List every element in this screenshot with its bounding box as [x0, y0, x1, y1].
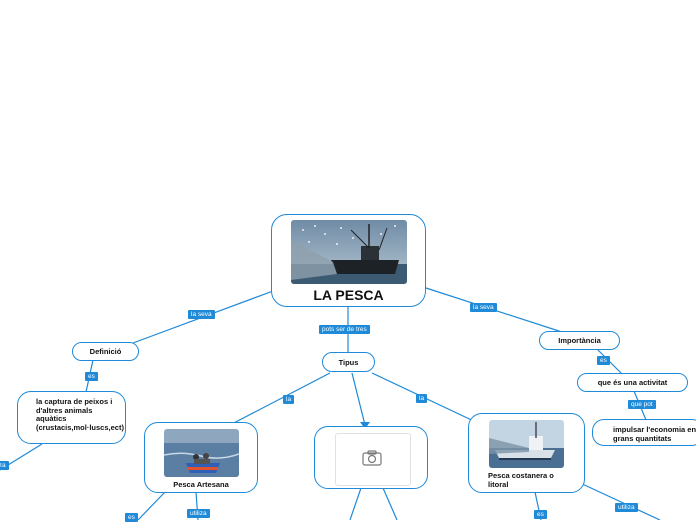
edge-label-pots-ser: pots ser de tres [319, 325, 370, 334]
edge-label-es-artesana: es [125, 513, 138, 522]
edge-label-utiliza-left: utiliza [0, 461, 9, 470]
artesana-node[interactable]: Pesca Artesana [144, 422, 258, 493]
artesana-title: Pesca Artesana [173, 480, 229, 489]
placeholder-frame [335, 433, 411, 486]
edge-label-es-def: es [85, 372, 98, 381]
edge-label-utiliza-costanera: utiliza [615, 503, 638, 512]
edge-label-que-pot: que pot [628, 400, 656, 409]
impulsar-text: impulsar l'economia en grans quantitats [613, 425, 696, 443]
definicio-node[interactable]: Definició [72, 342, 139, 361]
definicio-text-node[interactable]: la captura de peixos i d'altres animals … [17, 391, 126, 444]
edge-label-utiliza-artesana: utiliza [187, 509, 210, 518]
costanera-node[interactable]: Pesca costanera o litoral [468, 413, 585, 493]
root-title: LA PESCA [313, 287, 384, 303]
impulsar-node[interactable]: impulsar l'economia en grans quantitats [592, 419, 696, 446]
definicio-text: la captura de peixos i d'altres animals … [36, 397, 124, 432]
costanera-title: Pesca costanera o litoral [488, 471, 554, 489]
activitat-node[interactable]: que és una activitat [577, 373, 688, 392]
edge-label-la-right: la [416, 394, 428, 403]
image-placeholder-node[interactable] [314, 426, 428, 489]
camera-icon [362, 450, 382, 466]
arrowhead [360, 422, 370, 429]
edge-label-es-imp: es [597, 356, 610, 365]
root-node[interactable]: LA PESCA [271, 214, 426, 307]
edge-label-la-seva-left: la seva [188, 310, 215, 319]
importancia-node[interactable]: Importància [539, 331, 620, 350]
artesana-boat-image [164, 429, 239, 477]
costanera-boat-image [489, 420, 564, 468]
edge-label-la-seva-right: la seva [470, 303, 497, 312]
fishing-boat-image [291, 220, 407, 284]
edge-label-es-costanera: es [534, 510, 547, 519]
edge-label-la-left: la [283, 395, 295, 404]
tipus-node[interactable]: Tipus [322, 352, 375, 372]
